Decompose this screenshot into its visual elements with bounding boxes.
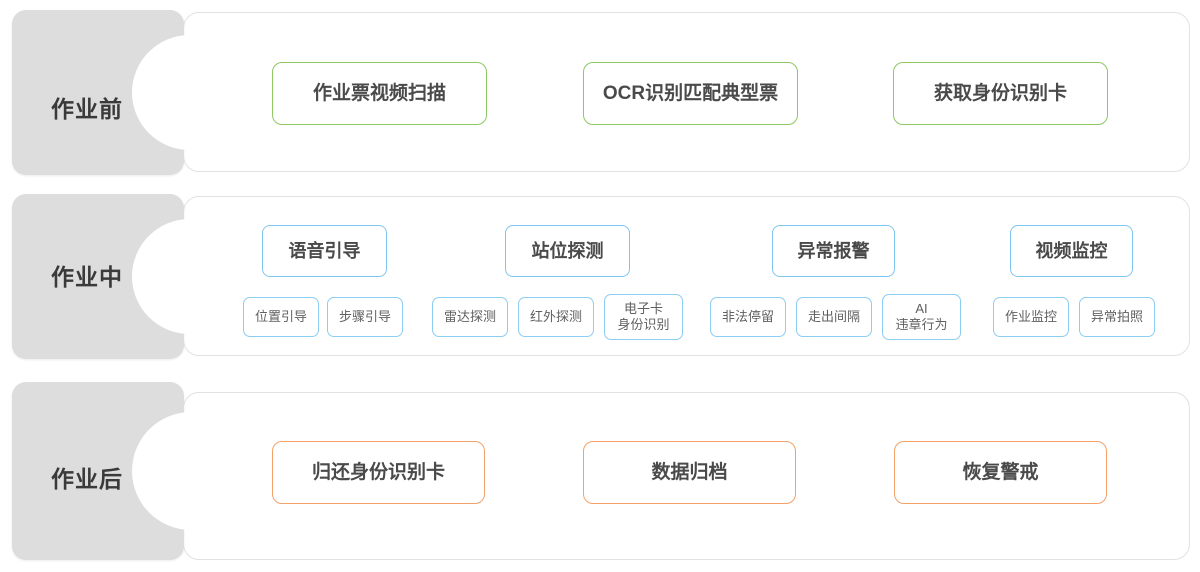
node-during-sub-3-2[interactable]: 走出间隔 bbox=[796, 297, 872, 337]
stage-after-label: 作业后 bbox=[12, 382, 250, 560]
node-during-sub-3-1[interactable]: 非法停留 bbox=[710, 297, 786, 337]
node-during-sub-4-1[interactable]: 作业监控 bbox=[993, 297, 1069, 337]
node-after-2[interactable]: 数据归档 bbox=[583, 441, 796, 504]
node-before-2[interactable]: OCR识别匹配典型票 bbox=[583, 62, 798, 125]
node-during-main-4[interactable]: 视频监控 bbox=[1010, 225, 1133, 277]
node-during-sub-1-2[interactable]: 步骤引导 bbox=[327, 297, 403, 337]
node-during-main-1[interactable]: 语音引导 bbox=[262, 225, 387, 277]
node-before-1[interactable]: 作业票视频扫描 bbox=[272, 62, 487, 125]
node-during-main-2[interactable]: 站位探测 bbox=[505, 225, 630, 277]
node-after-3[interactable]: 恢复警戒 bbox=[894, 441, 1107, 504]
stage-during-label: 作业中 bbox=[12, 194, 247, 359]
stage-before-label: 作业前 bbox=[12, 10, 247, 175]
node-during-sub-2-2[interactable]: 红外探测 bbox=[518, 297, 594, 337]
node-after-1[interactable]: 归还身份识别卡 bbox=[272, 441, 485, 504]
stage-before-label-text: 作业前 bbox=[51, 96, 123, 122]
node-during-sub-3-3[interactable]: AI 违章行为 bbox=[882, 294, 961, 340]
node-before-3[interactable]: 获取身份识别卡 bbox=[893, 62, 1108, 125]
stage-after-label-text: 作业后 bbox=[51, 466, 123, 492]
node-during-sub-2-3[interactable]: 电子卡 身份识别 bbox=[604, 294, 683, 340]
stage-notch-icon bbox=[132, 412, 250, 530]
stage-during-label-text: 作业中 bbox=[51, 264, 123, 290]
node-during-sub-4-2[interactable]: 异常拍照 bbox=[1079, 297, 1155, 337]
stage-notch-icon bbox=[132, 35, 247, 150]
stage-notch-icon bbox=[132, 219, 247, 334]
node-during-main-3[interactable]: 异常报警 bbox=[772, 225, 895, 277]
node-during-sub-1-1[interactable]: 位置引导 bbox=[243, 297, 319, 337]
node-during-sub-2-1[interactable]: 雷达探测 bbox=[432, 297, 508, 337]
